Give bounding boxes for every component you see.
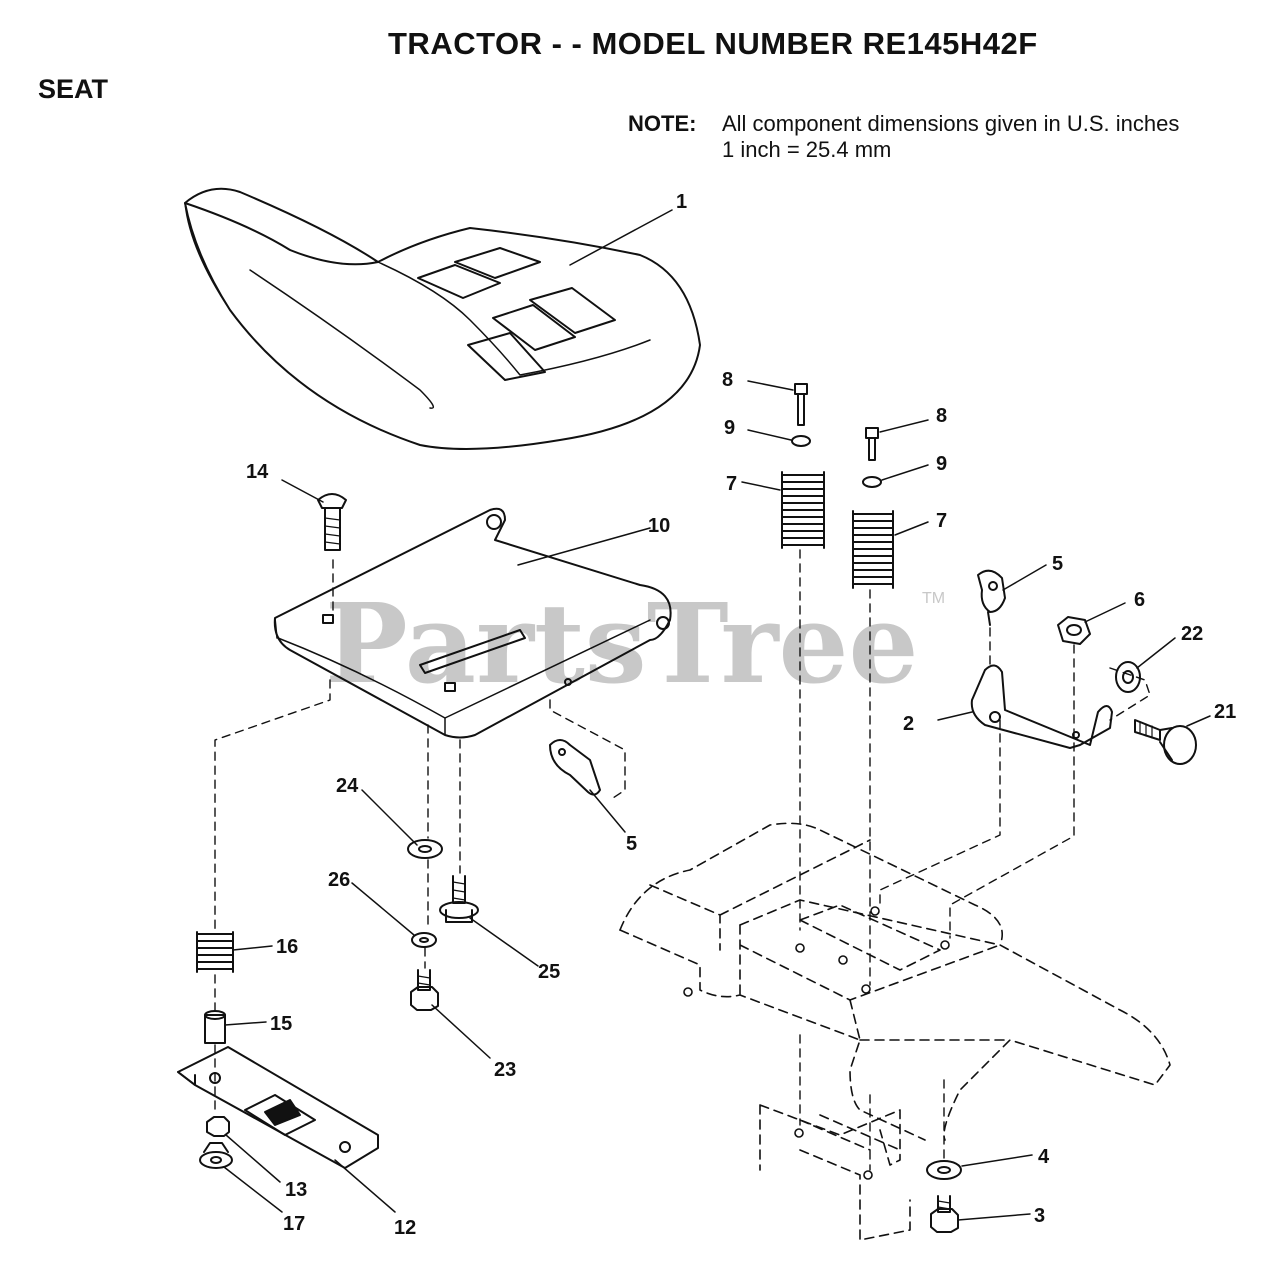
fender-holes bbox=[683, 906, 950, 1180]
mounting-plate-12[interactable] bbox=[177, 1046, 379, 1169]
callout-8-left: 8 bbox=[722, 369, 733, 391]
shoulder-bolt[interactable] bbox=[1134, 719, 1197, 765]
callout-9-left: 9 bbox=[724, 417, 735, 439]
washer-right[interactable] bbox=[862, 476, 882, 488]
callout-14: 14 bbox=[246, 461, 269, 483]
assembly-centerlines bbox=[214, 549, 1151, 1171]
note-label: NOTE: bbox=[628, 111, 697, 136]
note-dimensions: All component dimensions given in U.S. i… bbox=[722, 111, 1180, 136]
diagram-title: TRACTOR - - MODEL NUMBER RE145H42F bbox=[388, 26, 1038, 61]
carriage-bolt[interactable] bbox=[317, 493, 347, 551]
note-conversion: 1 inch = 25.4 mm bbox=[722, 137, 892, 162]
callout-3: 3 bbox=[1034, 1205, 1045, 1227]
compression-spring-16[interactable] bbox=[196, 931, 234, 973]
callout-2: 2 bbox=[903, 713, 914, 735]
flat-washer-4[interactable] bbox=[926, 1160, 962, 1180]
callout-24: 24 bbox=[336, 775, 359, 797]
spring-right[interactable] bbox=[852, 510, 894, 589]
spacer-15[interactable] bbox=[204, 1010, 226, 1044]
watermark-trademark: TM bbox=[922, 590, 945, 607]
callout-5-right: 5 bbox=[1052, 553, 1063, 575]
callout-21: 21 bbox=[1214, 701, 1236, 723]
seat-bracket[interactable] bbox=[970, 664, 1113, 749]
callout-26: 26 bbox=[328, 869, 350, 891]
callout-17: 17 bbox=[283, 1213, 305, 1235]
washer-left[interactable] bbox=[791, 435, 811, 447]
lock-washer-26[interactable] bbox=[411, 932, 437, 948]
callout-5-lower: 5 bbox=[626, 833, 637, 855]
callout-10: 10 bbox=[648, 515, 670, 537]
seat-pan[interactable] bbox=[273, 507, 672, 739]
callout-8-right: 8 bbox=[936, 405, 947, 427]
flange-nut-17[interactable] bbox=[199, 1142, 233, 1169]
screw-left[interactable] bbox=[794, 383, 808, 426]
adjustment-knob-right[interactable] bbox=[977, 569, 1006, 626]
hex-bolt-23[interactable] bbox=[410, 969, 439, 1011]
leader-lines bbox=[223, 209, 1211, 1221]
callout-7-left: 7 bbox=[726, 473, 737, 495]
callout-9-right: 9 bbox=[936, 453, 947, 475]
flange-bolt-25[interactable] bbox=[439, 875, 479, 923]
fender-outline bbox=[619, 822, 1171, 1241]
spring-left[interactable] bbox=[781, 471, 825, 549]
callout-1: 1 bbox=[676, 191, 687, 213]
callout-16: 16 bbox=[276, 936, 298, 958]
callout-22: 22 bbox=[1181, 623, 1203, 645]
flat-washer-24[interactable] bbox=[407, 839, 443, 859]
hex-nut[interactable] bbox=[1057, 616, 1091, 645]
callout-23: 23 bbox=[494, 1059, 516, 1081]
callout-12: 12 bbox=[394, 1217, 416, 1239]
callout-numbers: 1 10 14 8 9 7 8 9 7 5 6 22 2 21 5 24 26 … bbox=[246, 191, 1236, 1239]
callout-4: 4 bbox=[1038, 1146, 1050, 1168]
callout-13: 13 bbox=[285, 1179, 307, 1201]
bushing[interactable] bbox=[1115, 661, 1141, 693]
watermark: PartsTree bbox=[325, 579, 919, 708]
hex-bolt-3[interactable] bbox=[930, 1195, 959, 1233]
adjustment-knob-lower[interactable] bbox=[549, 739, 601, 796]
callout-7-right: 7 bbox=[936, 510, 947, 532]
screw-right[interactable] bbox=[865, 427, 879, 461]
nut-13[interactable] bbox=[206, 1116, 230, 1137]
section-title: SEAT bbox=[38, 74, 109, 104]
callout-15: 15 bbox=[270, 1013, 292, 1035]
seat[interactable] bbox=[184, 187, 701, 450]
callout-6: 6 bbox=[1134, 589, 1145, 611]
callout-25: 25 bbox=[538, 961, 560, 983]
